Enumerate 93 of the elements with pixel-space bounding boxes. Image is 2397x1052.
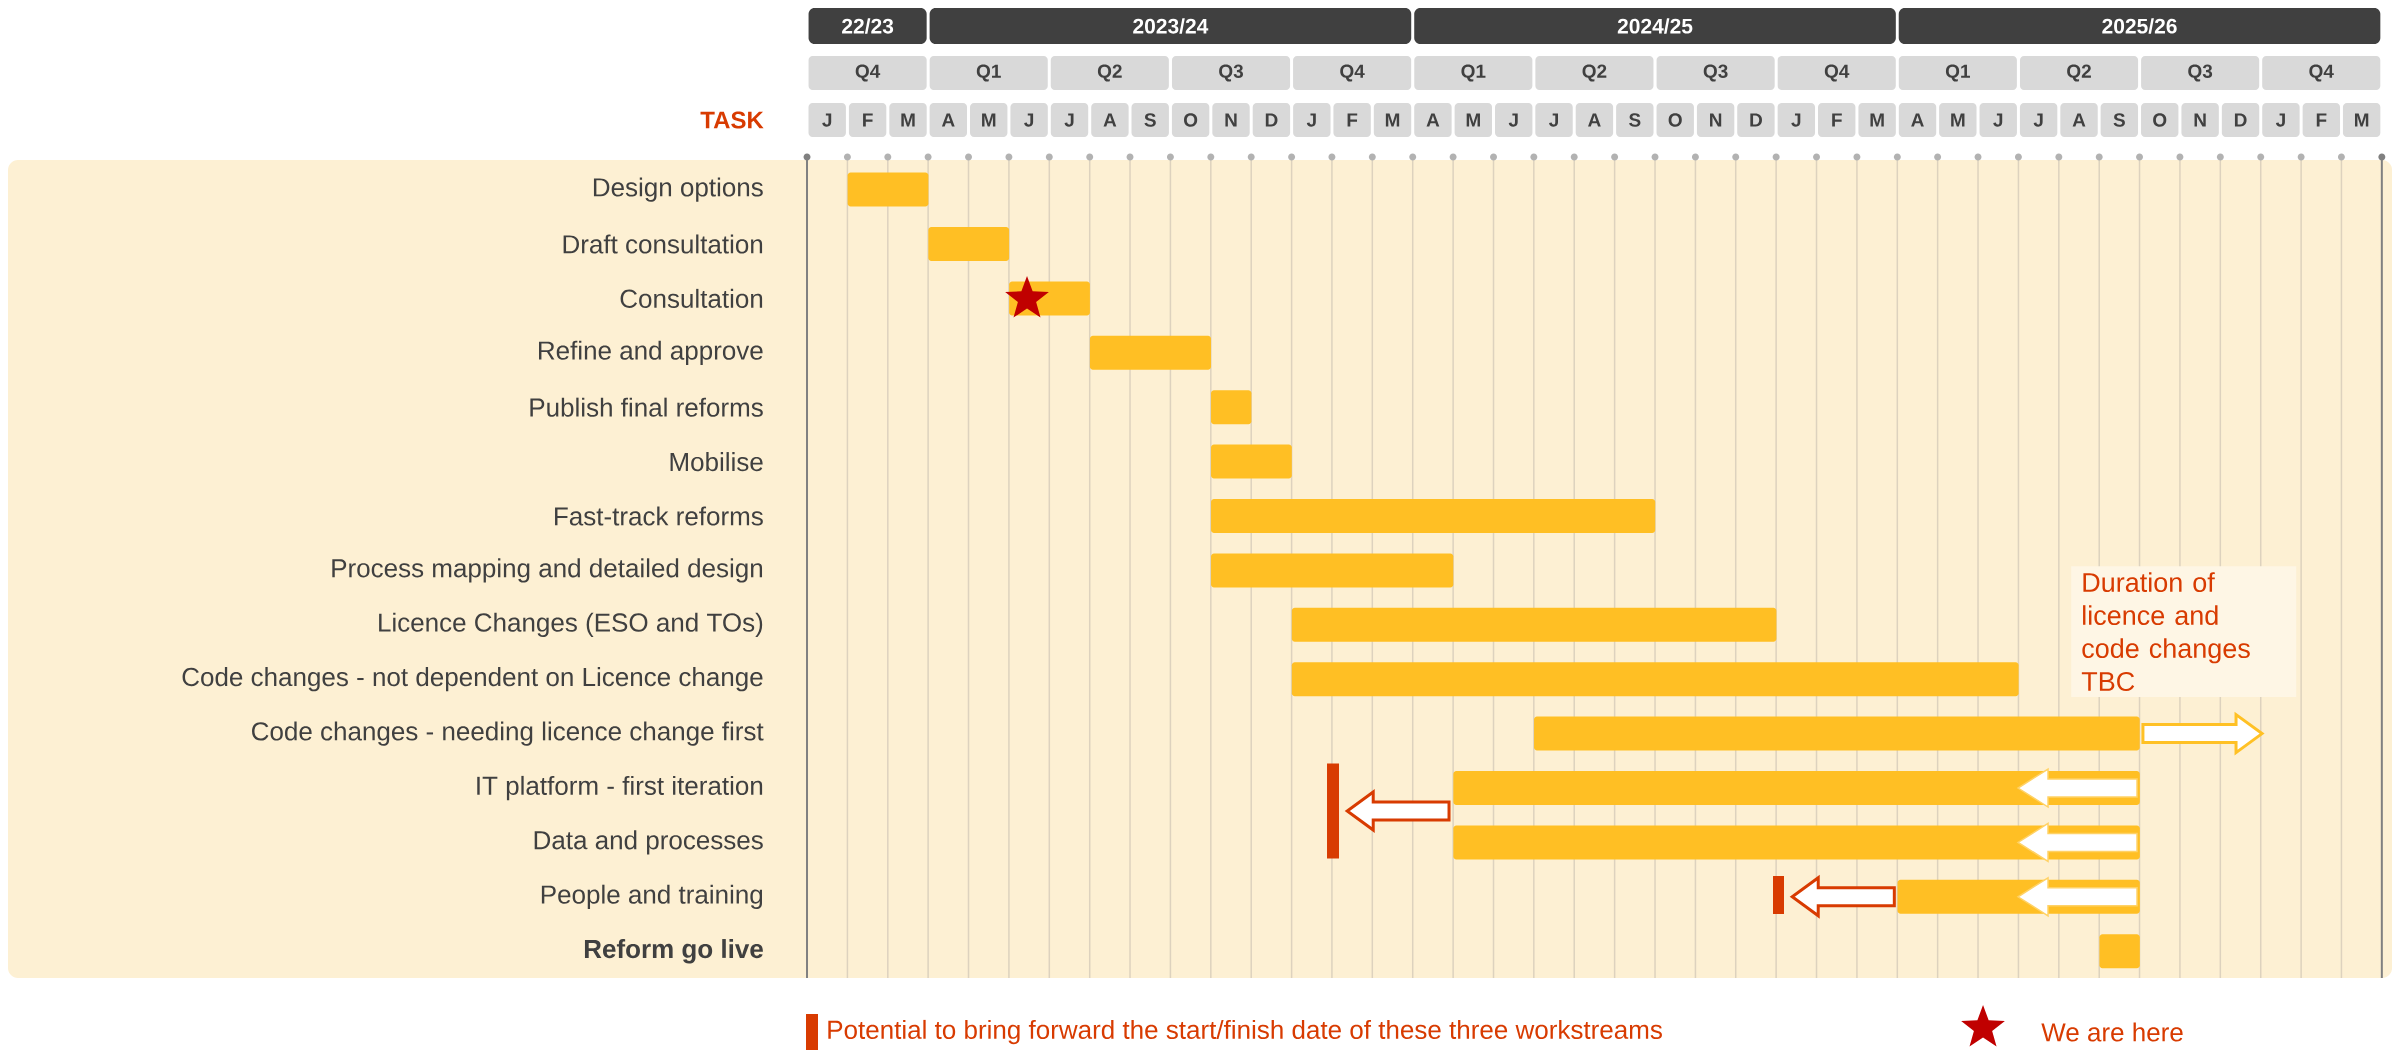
quarter-header: Q1 xyxy=(1898,56,2017,90)
month-header: A xyxy=(1898,103,1937,137)
quarter-header: Q2 xyxy=(1050,56,1169,90)
month-header: M xyxy=(1939,103,1977,137)
gantt-bar xyxy=(1211,444,1292,479)
gantt-bar xyxy=(1534,716,2140,751)
task-label: Licence Changes (ESO and TOs) xyxy=(379,612,763,637)
year-header: 2023/24 xyxy=(929,8,1412,44)
month-header: J xyxy=(2262,103,2300,137)
legend-text: Potential to bring forward the start/finish date of these three workstreams xyxy=(828,1019,1662,1045)
month-header: J xyxy=(1979,103,2017,137)
month-header: O xyxy=(2141,103,2179,137)
month-header: J xyxy=(1010,103,1048,137)
note-text: Duration of licence and code changes TBC xyxy=(2071,566,2297,698)
quarter-header: Q3 xyxy=(1171,56,1291,90)
block-arrow xyxy=(1789,874,1896,919)
quarter-header: Q3 xyxy=(1656,56,1775,90)
month-header: D xyxy=(1737,103,1775,137)
month-header: M xyxy=(2342,103,2381,137)
task-label: Fast-track reforms xyxy=(555,506,763,526)
task-label: Reform go live xyxy=(584,939,763,964)
gantt-bar xyxy=(1291,607,1777,642)
month-header: O xyxy=(1656,103,1694,137)
month-header: A xyxy=(1091,103,1129,137)
task-label: Code changes - needing licence change first xyxy=(252,721,764,746)
month-header: N xyxy=(1696,103,1735,137)
task-label: Mobilise xyxy=(670,452,763,472)
month-header: N xyxy=(2181,103,2219,137)
year-header: 2025/26 xyxy=(1898,8,2381,44)
gantt-bar xyxy=(2099,934,2140,969)
month-header: F xyxy=(848,103,887,137)
legend-text: We are here xyxy=(2041,1022,2183,1042)
month-header: S xyxy=(1131,103,1169,137)
month-header: A xyxy=(929,103,967,137)
month-header: J xyxy=(1777,103,1816,137)
task-label: People and training xyxy=(541,884,763,909)
month-header: J xyxy=(808,103,846,137)
quarter-header: Q4 xyxy=(2262,56,2381,90)
month-header: M xyxy=(889,103,927,137)
month-header: D xyxy=(1252,103,1291,137)
gantt-bar xyxy=(1291,662,2019,697)
month-header: M xyxy=(1454,103,1492,137)
gantt-bar xyxy=(847,172,929,207)
month-header: N xyxy=(1212,103,1250,137)
month-header: J xyxy=(1293,103,1331,137)
gantt-bar xyxy=(1211,390,1252,425)
quarter-header: Q3 xyxy=(2141,56,2260,90)
month-header: M xyxy=(1858,103,1896,137)
month-header: A xyxy=(1414,103,1452,137)
month-header: F xyxy=(1818,103,1856,137)
month-header: J xyxy=(2019,103,2058,137)
month-header: S xyxy=(2100,103,2139,137)
year-header: 2024/25 xyxy=(1414,8,1896,44)
marker-bar xyxy=(1327,763,1339,859)
month-header: J xyxy=(1050,103,1089,137)
gantt-bar xyxy=(928,227,1010,261)
month-header: S xyxy=(1616,103,1654,137)
month-header: F xyxy=(2302,103,2341,137)
month-header: M xyxy=(1373,103,1412,137)
gantt-bar xyxy=(1089,335,1211,370)
quarter-header: Q2 xyxy=(2020,56,2139,90)
month-header: M xyxy=(970,103,1008,137)
task-label: IT platform - first iteration xyxy=(477,775,763,801)
month-header: O xyxy=(1171,103,1210,137)
block-arrow xyxy=(1344,789,1451,833)
month-header: A xyxy=(2060,103,2098,137)
quarter-header: Q4 xyxy=(1777,56,1896,90)
task-label: Refine and approve xyxy=(539,340,763,365)
task-label: Draft consultation xyxy=(563,234,763,254)
quarter-header: Q1 xyxy=(1414,56,1533,90)
task-label: Consultation xyxy=(620,288,763,308)
quarter-header: Q2 xyxy=(1535,56,1654,90)
quarter-header: Q1 xyxy=(929,56,1048,90)
task-label: Publish final reforms xyxy=(530,397,763,417)
month-header: D xyxy=(2221,103,2260,137)
gantt-bar xyxy=(1211,499,1656,533)
task-label: Design options xyxy=(593,177,763,202)
block-arrow xyxy=(2141,711,2265,756)
gantt-bar xyxy=(1453,825,2140,860)
quarter-header: Q4 xyxy=(1293,56,1412,90)
task-label: Code changes - not dependent on Licence change xyxy=(182,667,763,692)
month-header: J xyxy=(1535,103,1573,137)
quarter-header: Q4 xyxy=(808,56,927,90)
month-header: A xyxy=(1575,103,1614,137)
task-label: Process mapping and detailed design xyxy=(332,558,762,583)
month-header: J xyxy=(1495,103,1533,137)
column-heading: TASK xyxy=(700,111,764,129)
marker-bar xyxy=(1773,876,1785,914)
year-header: 22/23 xyxy=(808,8,927,44)
gantt-bar xyxy=(1453,771,2140,805)
month-header: F xyxy=(1333,103,1371,137)
task-label: Data and processes xyxy=(534,830,763,855)
gantt-bar xyxy=(1211,553,1454,588)
